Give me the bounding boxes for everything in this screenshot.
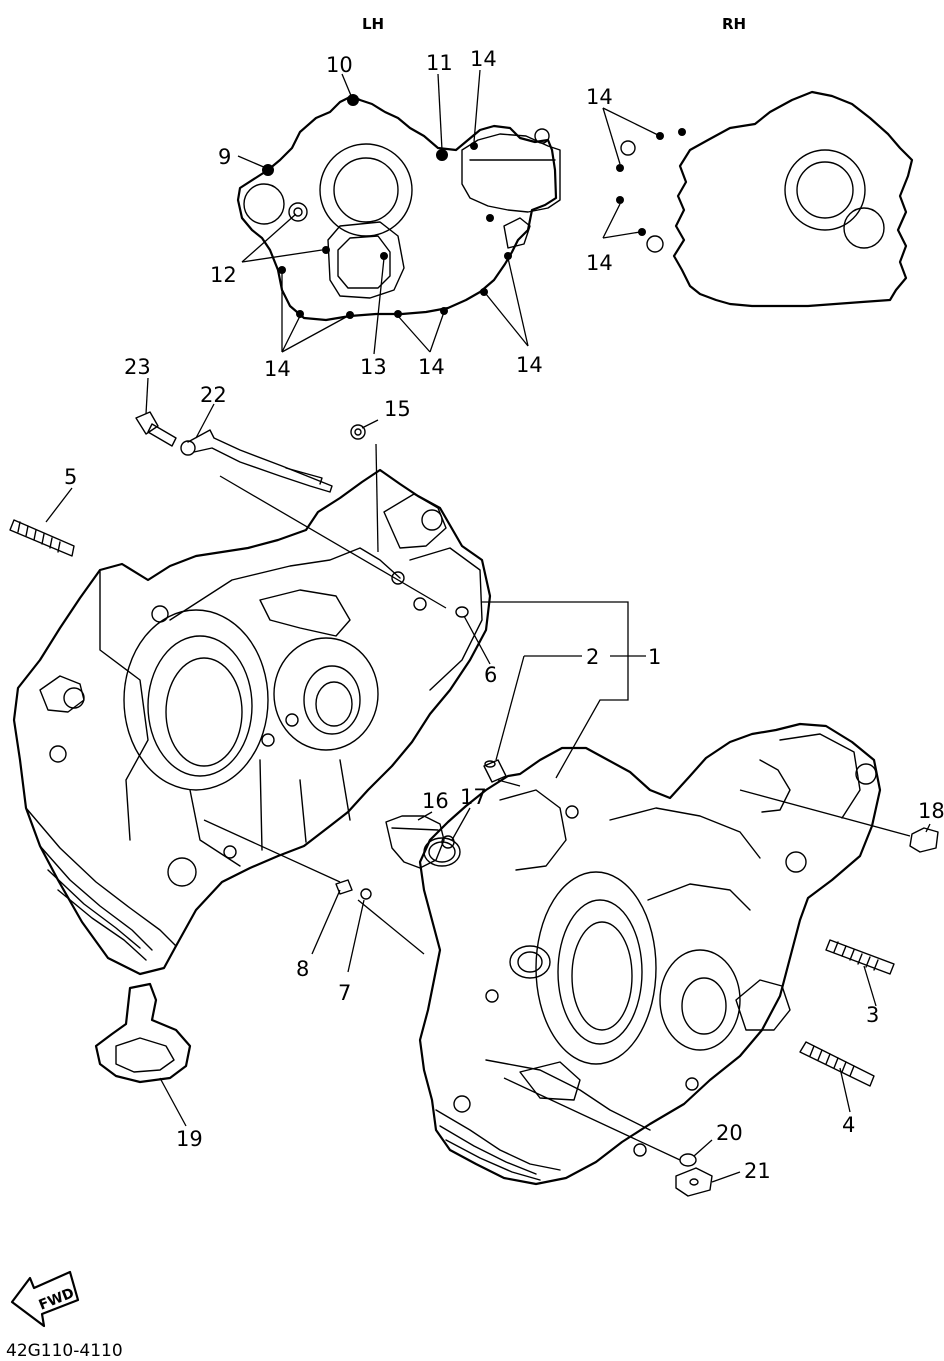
leader-lines	[45, 377, 931, 1183]
stud-bolt-4	[799, 1041, 875, 1087]
view-header-lh: LH	[362, 15, 384, 33]
callout-10: 10	[326, 53, 353, 77]
rh-gasket-locating-dots	[616, 128, 686, 236]
callout-7: 7	[338, 981, 351, 1005]
strainer-cover-19	[94, 982, 192, 1084]
callout-12: 12	[210, 263, 237, 287]
plug-16	[385, 815, 445, 869]
callout-4: 4	[842, 1113, 855, 1137]
callout-21: 21	[744, 1159, 771, 1183]
callout-17: 17	[460, 785, 487, 809]
left-crankcase-half	[12, 468, 492, 976]
callout-14-bottom-left: 14	[264, 357, 291, 381]
rh-gasket-leader-lines	[602, 107, 661, 239]
callout-13: 13	[360, 355, 387, 379]
callout-19: 19	[176, 1127, 203, 1151]
bolt-23	[135, 411, 177, 447]
dowel-2	[483, 759, 507, 783]
callout-3: 3	[866, 1003, 879, 1027]
callout-14-bottom-mid: 14	[418, 355, 445, 379]
callout-18: 18	[918, 799, 944, 823]
callout-20: 20	[716, 1121, 743, 1145]
o-ring-17	[423, 837, 461, 867]
callout-1: 1	[648, 645, 661, 669]
dowel-8	[335, 879, 353, 895]
diagram-reference-code: 42G110-4110	[6, 1341, 123, 1361]
callout-9: 9	[218, 145, 231, 169]
dowel-15	[350, 424, 366, 440]
callout-8: 8	[296, 957, 309, 981]
callout-23: 23	[124, 355, 151, 379]
clip-18	[909, 827, 939, 853]
callout-14-bottom-right: 14	[516, 353, 543, 377]
lh-gasket-outline	[236, 94, 561, 322]
view-header-rh: RH	[722, 15, 746, 33]
callout-6: 6	[484, 663, 497, 687]
callout-11: 11	[426, 51, 453, 75]
callout-14-rh-bottom: 14	[586, 251, 613, 275]
callout-14-rh-top: 14	[586, 85, 613, 109]
o-ring-6	[455, 606, 469, 618]
callout-14-top: 14	[470, 47, 497, 71]
lh-gasket-leader-lines	[237, 69, 529, 355]
oil-pipe-22	[180, 429, 333, 493]
right-crankcase-half	[418, 722, 882, 1186]
o-ring-7	[360, 888, 372, 900]
callout-15: 15	[384, 397, 411, 421]
callout-labels: 10 11 14 9 12 14 13 14 14 14 14 23 22 15…	[64, 47, 944, 1183]
callout-22: 22	[200, 383, 227, 407]
rh-gasket-outline	[620, 90, 914, 308]
callout-5: 5	[64, 465, 77, 489]
stud-bolt-5	[9, 519, 75, 557]
plate-21	[675, 1167, 713, 1197]
stud-bolt-3	[825, 939, 895, 975]
washer-20	[679, 1153, 697, 1167]
forward-direction-arrow: FWD	[10, 1270, 80, 1328]
lh-gasket-locating-dots	[262, 94, 512, 319]
callout-16: 16	[422, 789, 449, 813]
callout-2: 2	[586, 645, 599, 669]
